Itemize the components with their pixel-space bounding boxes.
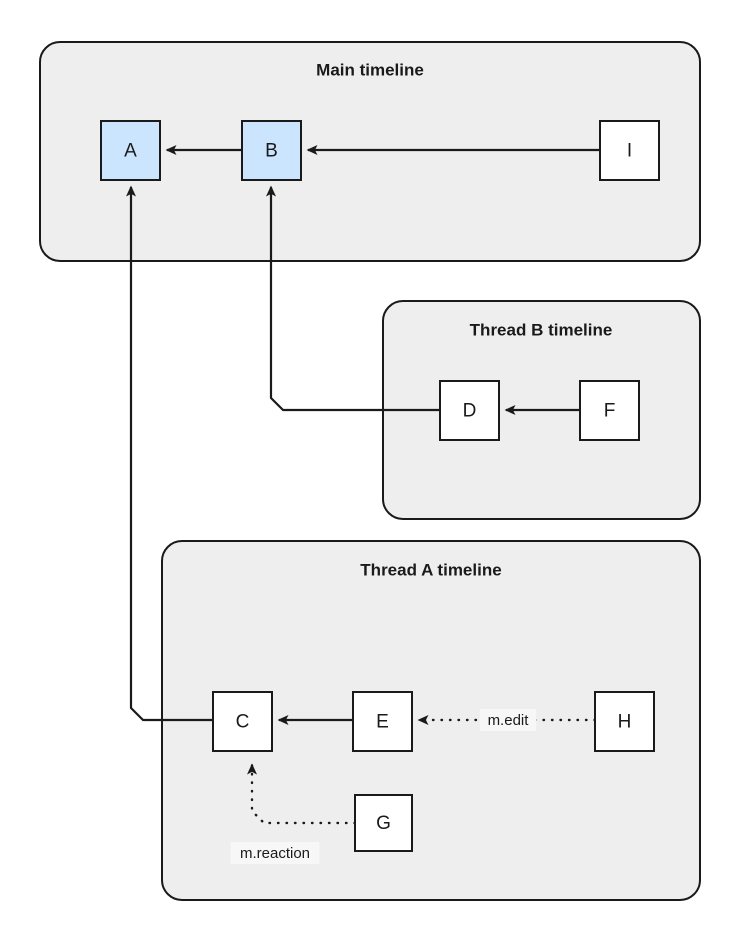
event-node-B[interactable]: B bbox=[241, 120, 302, 181]
event-node-box-A[interactable] bbox=[100, 120, 161, 181]
edge-C-to-A bbox=[126, 185, 213, 722]
edge-label-background-H-to-E bbox=[479, 709, 537, 731]
relationship-edge-labels-layer: m.edit m.reaction bbox=[230, 709, 537, 864]
event-node-box-E[interactable] bbox=[352, 691, 413, 752]
event-node-D[interactable]: D bbox=[439, 380, 500, 441]
event-node-label-E: E bbox=[376, 712, 389, 733]
event-node-label-A: A bbox=[124, 141, 137, 162]
event-node-label-C: C bbox=[236, 712, 250, 733]
event-node-G[interactable]: G bbox=[354, 794, 413, 852]
event-node-I[interactable]: I bbox=[599, 120, 660, 181]
event-node-box-I[interactable] bbox=[599, 120, 660, 181]
event-node-C[interactable]: C bbox=[212, 691, 273, 752]
event-node-box-C[interactable] bbox=[212, 691, 273, 752]
timeline-group-main: Main timeline bbox=[39, 41, 701, 262]
timeline-group-title-thread-a: Thread A timeline bbox=[360, 560, 501, 579]
event-node-box-G[interactable] bbox=[354, 794, 413, 852]
event-node-label-F: F bbox=[604, 401, 616, 422]
timeline-group-box-main bbox=[39, 41, 701, 262]
event-node-A[interactable]: A bbox=[100, 120, 161, 181]
timeline-group-title-thread-b: Thread B timeline bbox=[470, 320, 613, 339]
event-node-box-F[interactable] bbox=[579, 380, 640, 441]
event-node-box-D[interactable] bbox=[439, 380, 500, 441]
event-node-label-I: I bbox=[627, 141, 632, 162]
event-node-H[interactable]: H bbox=[594, 691, 655, 752]
relationship-edges-layer bbox=[126, 145, 600, 825]
event-node-label-D: D bbox=[463, 401, 477, 422]
edge-label-background-G-to-C bbox=[230, 842, 320, 864]
event-node-box-B[interactable] bbox=[241, 120, 302, 181]
edge-D-to-B bbox=[266, 185, 440, 412]
timeline-group-title-main: Main timeline bbox=[316, 60, 424, 79]
event-nodes-layer: A B I D F C E H G bbox=[100, 120, 660, 852]
event-node-F[interactable]: F bbox=[579, 380, 640, 441]
event-node-label-B: B bbox=[265, 141, 278, 162]
event-node-box-H[interactable] bbox=[594, 691, 655, 752]
event-node-label-H: H bbox=[618, 712, 632, 733]
event-node-E[interactable]: E bbox=[352, 691, 413, 752]
event-node-label-G: G bbox=[376, 813, 391, 834]
edge-label-H-to-E: m.edit bbox=[488, 712, 530, 729]
edge-label-G-to-C: m.reaction bbox=[240, 845, 310, 862]
